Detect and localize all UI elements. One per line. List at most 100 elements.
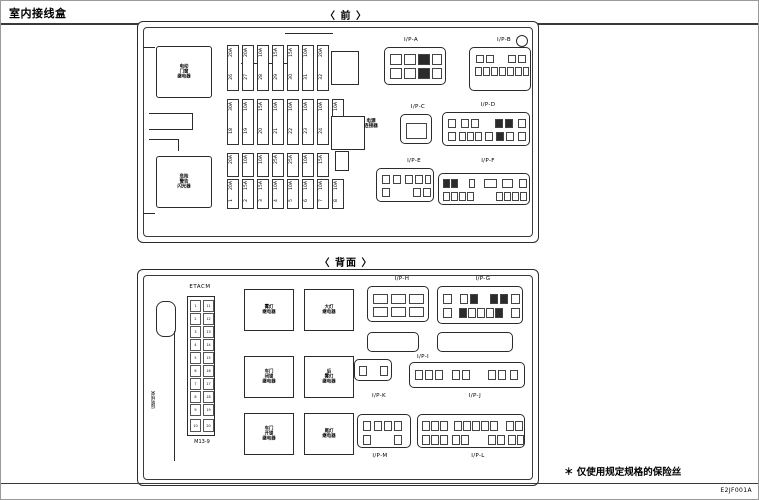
relay-power-window[interactable]: 电动 门窗 继电器 (156, 46, 212, 98)
cavity[interactable] (435, 370, 443, 380)
cavity[interactable] (418, 54, 430, 65)
cavity[interactable] (459, 192, 466, 201)
cavity[interactable] (394, 435, 402, 445)
cavity[interactable] (500, 294, 508, 304)
fuse-cell[interactable]: 10A 28 (257, 45, 269, 91)
cavity[interactable] (391, 294, 406, 304)
etacm-pin[interactable]: 13 (203, 326, 214, 338)
cavity[interactable] (443, 179, 450, 188)
cavity[interactable] (391, 307, 406, 317)
fuse-cell[interactable]: 10A 24 (317, 99, 329, 145)
cavity[interactable] (467, 192, 474, 201)
cavity[interactable] (415, 175, 423, 184)
cavity[interactable] (518, 55, 526, 63)
cavity[interactable] (382, 175, 390, 184)
etacm-pin[interactable]: 3 (190, 326, 201, 338)
cavity[interactable] (463, 421, 471, 431)
etacm-pin[interactable]: 10 (190, 419, 201, 432)
cavity[interactable] (443, 294, 452, 304)
fuse-cell[interactable]: 10A 7 (317, 179, 329, 209)
cavity[interactable] (484, 179, 497, 188)
cavity[interactable] (523, 67, 529, 76)
cavity[interactable] (409, 294, 424, 304)
fuse-cell[interactable]: 10A 4 (272, 179, 284, 209)
fuse-cell[interactable]: 10A 31 (302, 45, 314, 91)
etacm-pin[interactable]: 11 (203, 300, 214, 312)
cavity[interactable] (518, 119, 526, 128)
cavity[interactable] (506, 421, 514, 431)
cavity[interactable] (472, 421, 480, 431)
cavity[interactable] (413, 188, 421, 197)
cavity[interactable] (443, 308, 452, 318)
relay-door-lock[interactable]: 车门 闭锁 继电器 (244, 356, 294, 398)
cavity[interactable] (468, 308, 476, 318)
cavity[interactable] (517, 435, 524, 445)
connector-ip-i-small[interactable] (354, 359, 392, 381)
fuse-cell[interactable]: 10A 5 (287, 179, 299, 209)
cavity[interactable] (515, 67, 522, 76)
cavity[interactable] (382, 188, 390, 197)
cavity[interactable] (423, 188, 431, 197)
fuse-cell[interactable]: 10A 19 (242, 99, 254, 145)
etacm-connector[interactable]: 1 11 2 12 3 13 4 14 5 15 6 16 7 17 8 18 … (187, 296, 215, 436)
cavity[interactable] (440, 435, 448, 445)
fuse-cell[interactable]: 20A 1 (227, 179, 239, 209)
cavity[interactable] (471, 119, 479, 128)
etacm-pin[interactable]: 9 (190, 404, 201, 416)
cavity[interactable] (452, 370, 460, 380)
connector-ip-h-shell[interactable] (367, 332, 419, 352)
cavity[interactable] (496, 192, 503, 201)
cavity[interactable] (461, 119, 469, 128)
etacm-pin[interactable]: 1 (190, 300, 201, 312)
connector-ip-a[interactable] (384, 47, 446, 85)
fuse-cell[interactable]: 20A 32 (317, 45, 329, 91)
fuse-cell[interactable]: 10A 6 (302, 179, 314, 209)
cavity[interactable] (488, 370, 496, 380)
fuse-cell[interactable]: 15A 2 (242, 179, 254, 209)
cavity[interactable] (483, 67, 490, 76)
cavity[interactable] (454, 421, 462, 431)
cavity[interactable] (476, 55, 484, 63)
cavity[interactable] (422, 435, 430, 445)
cavity[interactable] (422, 421, 430, 431)
etacm-pin[interactable]: 16 (203, 365, 214, 377)
cavity[interactable] (415, 370, 423, 380)
cavity[interactable] (363, 421, 371, 431)
etacm-pin[interactable]: 15 (203, 352, 214, 364)
cavity[interactable] (418, 68, 430, 79)
cavity[interactable] (518, 132, 526, 141)
fuse-cell[interactable]: 30A 18 (227, 99, 239, 145)
relay-tail-lamp[interactable]: 尾灯 继电器 (304, 413, 354, 455)
cavity[interactable] (425, 370, 433, 380)
cavity[interactable] (469, 179, 475, 188)
etacm-pin[interactable]: 17 (203, 378, 214, 390)
cavity[interactable] (452, 435, 460, 445)
fuse-cell[interactable]: 15A (317, 153, 329, 177)
relay-hazard-flasher[interactable]: 危险 警告 闪光器 (156, 156, 212, 208)
cavity[interactable] (475, 67, 482, 76)
cavity[interactable] (425, 175, 431, 184)
cavity[interactable] (475, 132, 482, 141)
fuse-cell[interactable]: 10A 22 (287, 99, 299, 145)
connector-ip-b[interactable] (469, 47, 531, 91)
cavity[interactable] (507, 67, 514, 76)
cavity[interactable] (390, 68, 402, 79)
fuse-cell[interactable]: 20A 27 (242, 45, 254, 91)
cavity[interactable] (488, 435, 496, 445)
power-connector-sub[interactable] (335, 151, 349, 171)
cavity[interactable] (520, 192, 527, 201)
cavity[interactable] (504, 192, 511, 201)
connector-ip-l[interactable] (417, 414, 525, 448)
cavity[interactable] (512, 192, 519, 201)
cavity[interactable] (495, 308, 503, 318)
fuse-cell[interactable]: 15A 3 (257, 179, 269, 209)
fuse-cell[interactable]: 20A 26 (227, 45, 239, 91)
cavity[interactable] (496, 132, 504, 141)
etacm-pin[interactable]: 19 (203, 404, 214, 416)
fuse-cell[interactable]: 15A 20 (257, 99, 269, 145)
cavity[interactable] (394, 421, 402, 431)
cavity[interactable] (506, 132, 514, 141)
etacm-pin[interactable]: 4 (190, 339, 201, 351)
fuse-cell[interactable]: 25A (272, 153, 284, 177)
cavity[interactable] (490, 294, 498, 304)
